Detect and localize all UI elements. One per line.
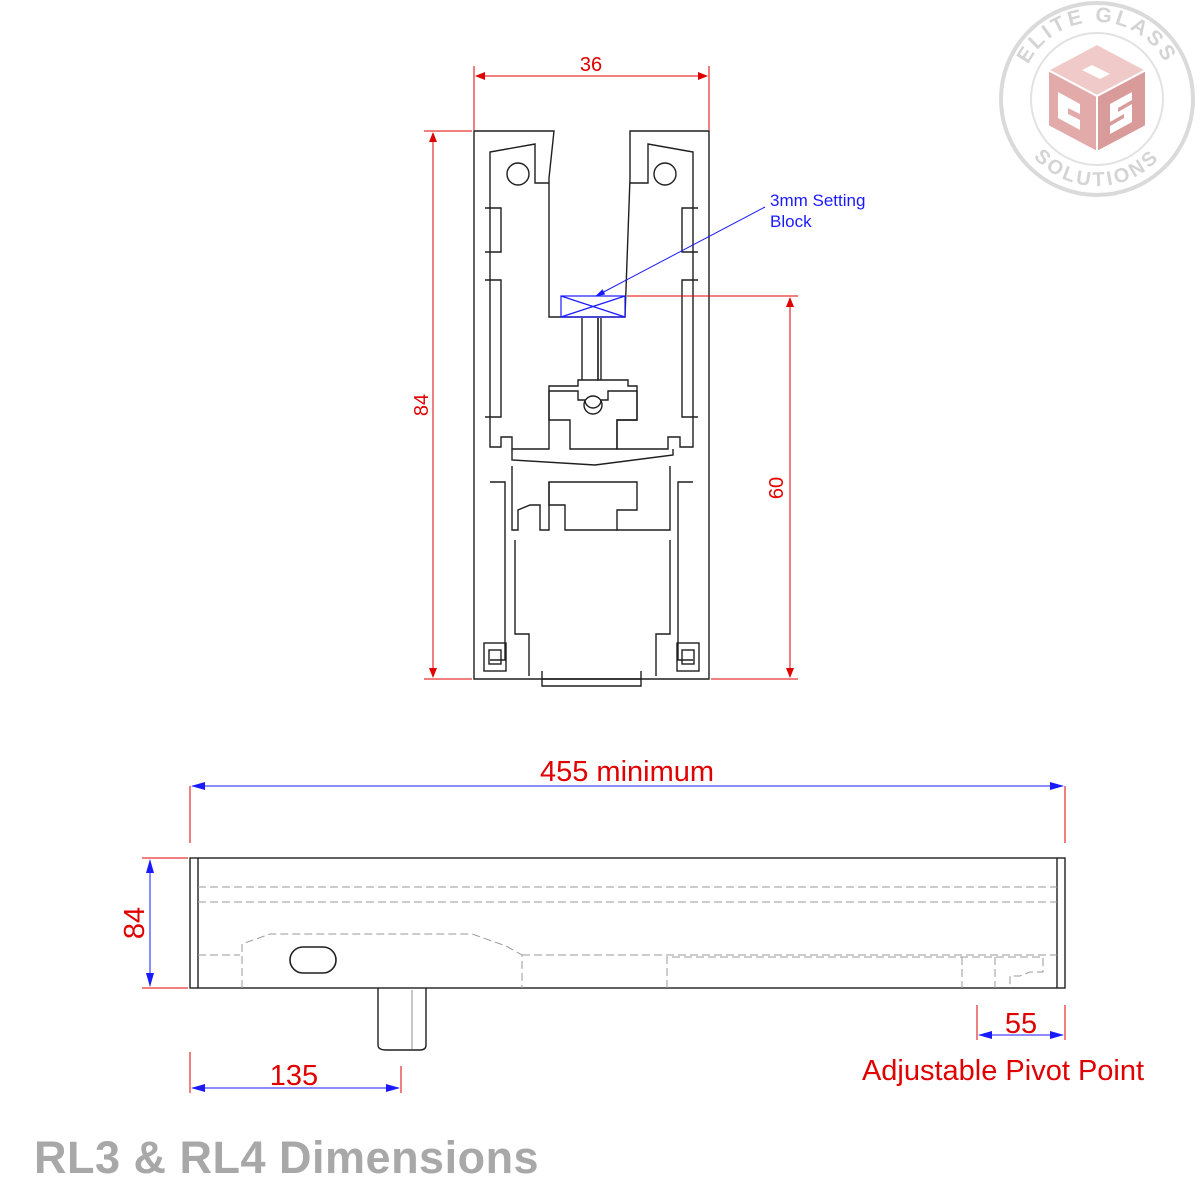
logo-cube-icon: [1045, 42, 1149, 154]
section-height-label: 84: [411, 394, 433, 416]
length-label: 455 minimum: [540, 756, 714, 788]
page-title: RL3 & RL4 Dimensions: [34, 1132, 540, 1183]
setting-height-label: 60: [766, 477, 788, 499]
section-width-label: 36: [580, 54, 602, 76]
elite-glass-logo: ELITE GLASS SOLUTIONS: [999, 1, 1195, 197]
side-view: [189, 857, 1066, 1051]
callout-line2: Block: [770, 212, 812, 231]
side-height-label: 84: [119, 907, 151, 939]
callout-line1: 3mm Setting: [770, 191, 865, 210]
pivot-offset-label: 135: [270, 1060, 318, 1092]
callout-leader: [595, 206, 766, 297]
side-dimensions: 455 minimum 84 135 55 Adjustable Pivot P…: [119, 756, 1144, 1093]
section-view: [473, 130, 710, 687]
pivot-note: Adjustable Pivot Point: [862, 1055, 1144, 1087]
setting-block: [560, 295, 626, 318]
section-dimensions: 36 84 60 3mm Setting Block: [411, 54, 865, 680]
end-offset-label: 55: [1005, 1008, 1037, 1040]
